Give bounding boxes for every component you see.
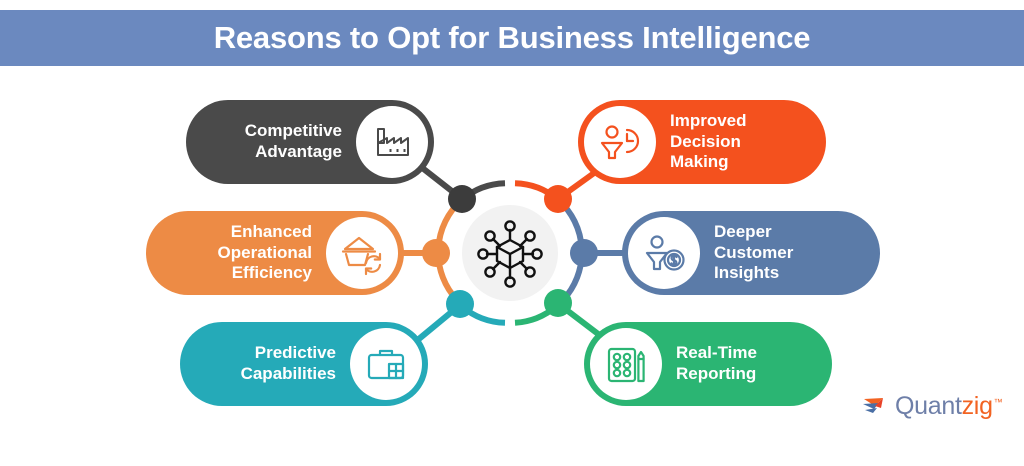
ring-dot-enhanced — [422, 239, 450, 267]
reason-label-competitive-advantage: Competitive Advantage — [244, 121, 342, 161]
clipboard-report-icon — [607, 347, 645, 383]
reason-pill-real-time-reporting[interactable]: Real-Time Reporting — [584, 322, 832, 406]
network-cube-icon — [477, 220, 543, 288]
icon-bubble-deeper-customer-insights — [628, 217, 700, 289]
briefcase-icon — [367, 349, 405, 380]
icon-bubble-predictive-capabilities — [350, 328, 422, 400]
person-clock-icon — [600, 125, 640, 160]
ring-dot-deeper — [570, 239, 598, 267]
icon-bubble-competitive-advantage — [356, 106, 428, 178]
ring-dot-predictive — [446, 290, 474, 318]
reason-label-deeper-customer-insights: Deeper Customer Insights — [714, 221, 794, 283]
ring-dot-competitive — [448, 185, 476, 213]
header-band: Reasons to Opt for Business Intelligence — [0, 10, 1024, 66]
logo-text-quant: Quant — [895, 392, 962, 420]
reason-pill-deeper-customer-insights[interactable]: Deeper Customer Insights — [622, 211, 880, 295]
reason-label-real-time-reporting: Real-Time Reporting — [676, 343, 757, 383]
reason-pill-competitive-advantage[interactable]: Competitive Advantage — [186, 100, 434, 184]
icon-bubble-improved-decision-making — [584, 106, 656, 178]
ring-dot-realtime — [544, 289, 572, 317]
logo-text-zig: zig — [961, 392, 993, 420]
reason-pill-predictive-capabilities[interactable]: Predictive Capabilities — [180, 322, 428, 406]
reason-label-predictive-capabilities: Predictive Capabilities — [240, 343, 336, 383]
icon-bubble-enhanced-operational-efficiency — [326, 217, 398, 289]
reason-pill-enhanced-operational-efficiency[interactable]: Enhanced Operational Efficiency — [146, 211, 404, 295]
logo-trademark: ™ — [993, 397, 1003, 407]
ring-dot-improved — [544, 185, 572, 213]
page-title: Reasons to Opt for Business Intelligence — [213, 20, 811, 55]
icon-bubble-real-time-reporting — [590, 328, 662, 400]
reason-label-improved-decision-making: Improved Decision Making — [670, 110, 747, 172]
basket-refresh-icon — [341, 236, 382, 276]
quantzig-arrow-icon — [863, 397, 883, 413]
factory-magnifier-icon — [377, 128, 409, 156]
hub-disc — [462, 205, 558, 301]
person-dollar-icon — [645, 235, 685, 271]
reason-pill-improved-decision-making[interactable]: Improved Decision Making — [578, 100, 826, 184]
reason-label-enhanced-operational-efficiency: Enhanced Operational Efficiency — [217, 221, 312, 283]
